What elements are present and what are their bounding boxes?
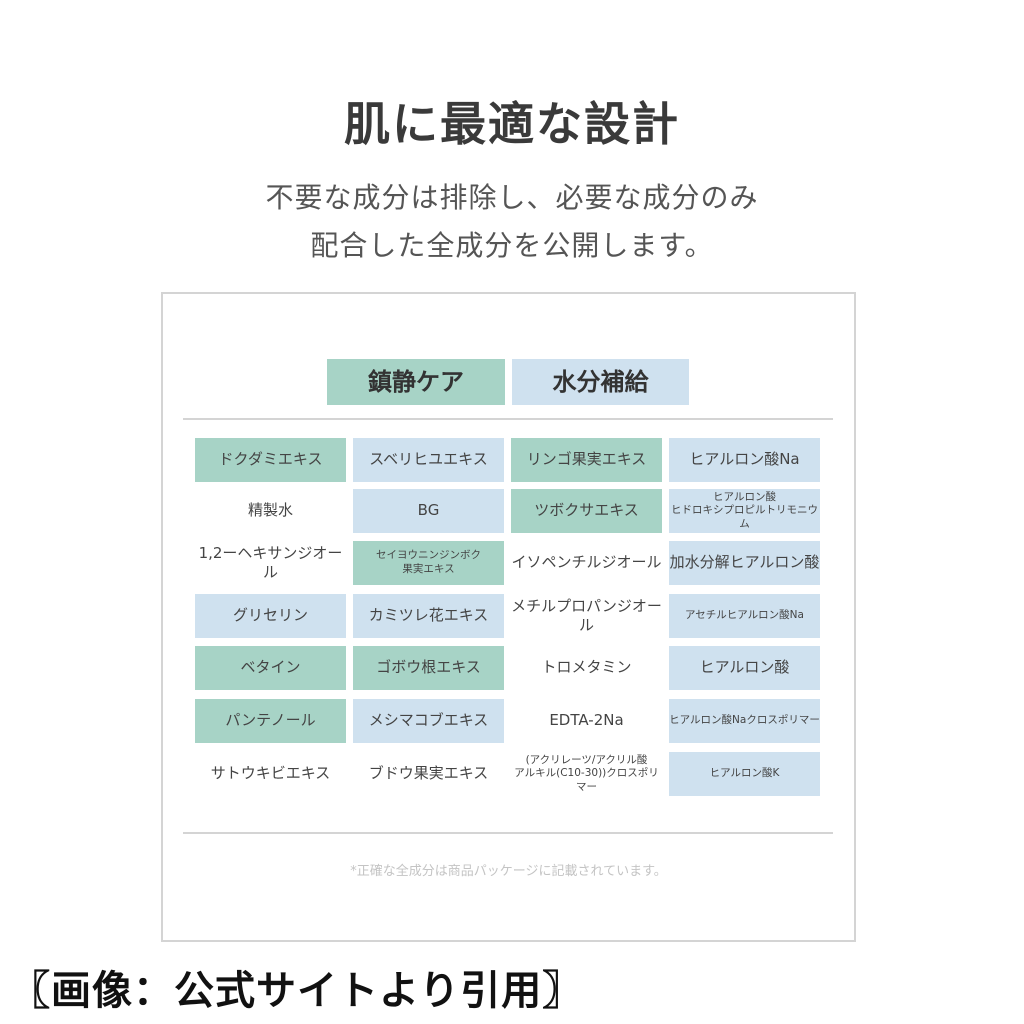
legend-calm-care: 鎮静ケア xyxy=(327,359,505,405)
ingredient-cell: EDTA-2Na xyxy=(549,711,624,730)
ingredient-cell: パンテノール xyxy=(195,699,346,743)
subtitle-line-2: 配合した全成分を公開します。 xyxy=(310,229,714,262)
image-source-caption: 〖画像：公式サイトより引用〗 xyxy=(10,968,584,1014)
ingredient-cell: グリセリン xyxy=(195,594,346,638)
ingredient-cell: アセチルヒアルロン酸Na xyxy=(669,594,820,638)
ingredient-cell: ヒアルロン酸Naクロスポリマー xyxy=(669,699,820,743)
ingredient-cell: ゴボウ根エキス xyxy=(353,646,504,690)
ingredient-cell: 加水分解ヒアルロン酸 xyxy=(669,541,820,585)
ingredient-cell: ヒアルロン酸K xyxy=(669,752,820,796)
ingredient-cell: ドクダミエキス xyxy=(195,438,346,482)
ingredient-cell: ツボクサエキス xyxy=(511,489,662,533)
ingredient-cell: ブドウ果実エキス xyxy=(368,764,489,783)
divider-top xyxy=(183,418,833,420)
ingredient-cell: ヒアルロン酸 xyxy=(669,646,820,690)
ingredient-cell: BG xyxy=(353,489,504,533)
divider-bottom xyxy=(183,832,833,834)
ingredient-cell: リンゴ果実エキス xyxy=(511,438,662,482)
ingredient-cell: メシマコブエキス xyxy=(353,699,504,743)
footnote: *正確な全成分は商品パッケージに記載されています。 xyxy=(350,864,667,879)
ingredient-cell: ベタイン xyxy=(195,646,346,690)
ingredient-cell: ヒアルロン酸 ヒドロキシプロピルトリモニウム xyxy=(669,489,820,533)
page-title: 肌に最適な設計 xyxy=(344,97,680,151)
ingredient-cell: (アクリレーツ/アクリル酸 アルキル(C10-30))クロスポリマー xyxy=(514,753,659,793)
ingredient-cell: メチルプロパンジオール xyxy=(511,596,662,635)
ingredient-cell: イソペンチルジオール xyxy=(511,553,662,572)
ingredient-cell: スベリヒユエキス xyxy=(353,438,504,482)
legend-moisture: 水分補給 xyxy=(512,359,689,405)
ingredient-cell: 1,2ーヘキサンジオール xyxy=(198,543,343,582)
ingredient-cell: サトウキビエキス xyxy=(210,764,331,783)
ingredient-cell: セイヨウニンジンボク 果実エキス xyxy=(353,541,504,585)
ingredient-cell: トロメタミン xyxy=(541,658,632,677)
ingredient-cell: カミツレ花エキス xyxy=(353,594,504,638)
subtitle-line-1: 不要な成分は排除し、必要な成分のみ xyxy=(265,181,759,214)
ingredient-cell: 精製水 xyxy=(247,501,293,520)
ingredient-cell: ヒアルロン酸Na xyxy=(669,438,820,482)
